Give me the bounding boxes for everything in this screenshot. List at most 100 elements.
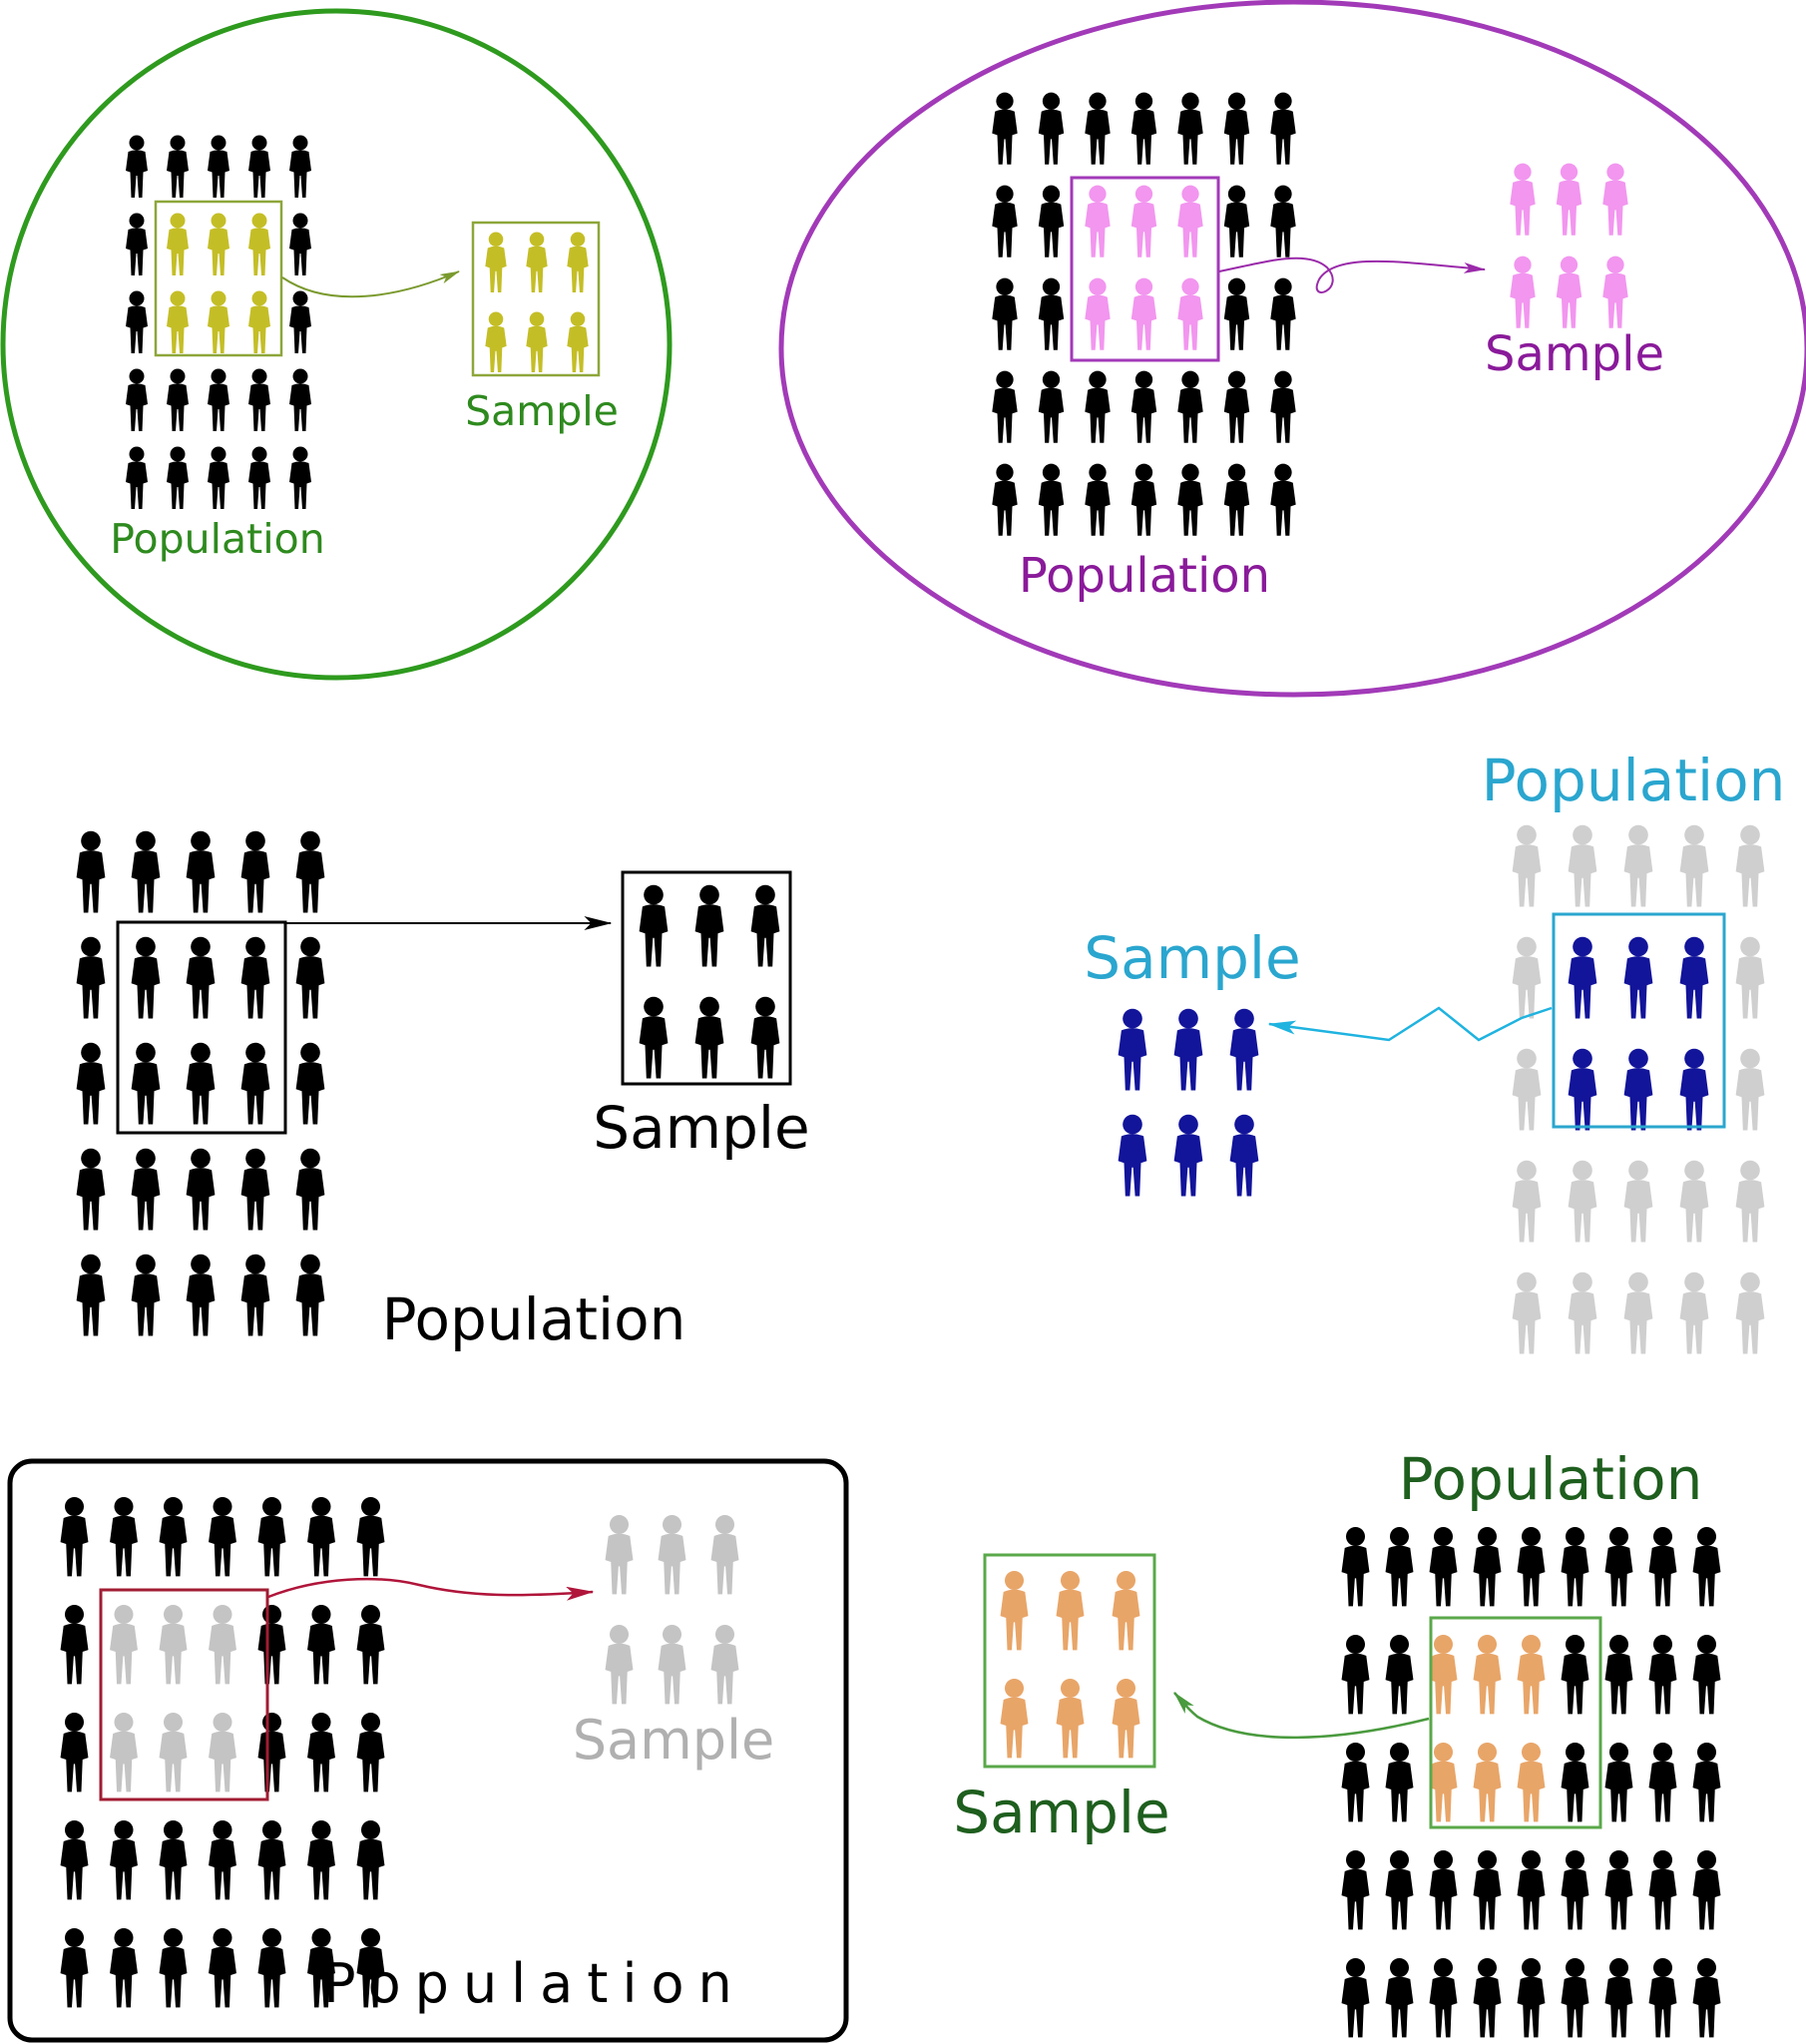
person-icon <box>710 1515 739 1595</box>
person-icon <box>526 311 548 373</box>
person-icon <box>307 1497 335 1577</box>
person-icon <box>710 1625 739 1705</box>
person-icon <box>110 1928 138 2008</box>
population-group <box>60 1497 385 2008</box>
person-icon <box>186 936 216 1019</box>
person-icon <box>992 277 1018 350</box>
person-icon <box>1038 277 1065 350</box>
person-icon <box>307 1713 335 1792</box>
sampled-person-icon <box>1679 936 1709 1019</box>
person-icon <box>1604 1527 1633 1607</box>
person-icon <box>167 446 189 509</box>
person-icon <box>694 884 724 967</box>
population-label: Population <box>323 1952 746 2015</box>
sampled-person-icon <box>1085 277 1111 350</box>
person-icon <box>126 446 148 509</box>
person-icon <box>750 996 780 1079</box>
person-icon <box>750 884 780 967</box>
person-icon <box>60 1497 89 1577</box>
person-icon <box>1177 370 1203 443</box>
sample-group <box>1118 1008 1259 1197</box>
sampled-person-icon <box>1177 277 1203 350</box>
selection-arrow <box>1173 1692 1430 1740</box>
person-icon <box>257 1820 286 1900</box>
person-icon <box>1177 463 1203 536</box>
person-icon <box>126 135 148 198</box>
person-icon <box>1429 1527 1458 1607</box>
person-icon <box>76 1148 106 1231</box>
person-icon <box>567 232 589 293</box>
person-icon <box>240 1148 270 1231</box>
person-icon <box>240 1254 270 1336</box>
person-icon <box>1270 277 1296 350</box>
person-icon <box>1692 1743 1721 1822</box>
person-icon <box>295 1148 325 1231</box>
person-icon <box>1648 1635 1677 1715</box>
person-icon <box>1056 1679 1085 1759</box>
person-icon <box>208 446 229 509</box>
sampled-person-icon <box>159 1713 188 1792</box>
person-icon <box>1735 1272 1765 1354</box>
panel-blue-gray: Population Sample <box>1084 747 1785 1354</box>
person-icon <box>131 1254 161 1336</box>
sampled-person-icon <box>1568 1048 1597 1131</box>
person-icon <box>240 936 270 1019</box>
population-group <box>1341 1527 1721 2038</box>
sample-label: Sample <box>593 1094 809 1162</box>
sample-box <box>983 1553 1156 1769</box>
selection-box <box>1070 176 1220 362</box>
sample-group <box>485 232 589 373</box>
sample-group <box>639 884 780 1079</box>
panel-orange-green: Population Sample <box>953 1445 1721 2038</box>
sampled-person-icon <box>208 213 229 275</box>
sampled-person-icon <box>1130 185 1157 257</box>
person-icon <box>639 996 669 1079</box>
person-icon <box>1623 1160 1653 1243</box>
person-icon <box>1341 1527 1370 1607</box>
person-icon <box>1568 1160 1597 1243</box>
person-icon <box>257 1928 286 2008</box>
population-group <box>76 830 325 1336</box>
person-icon <box>167 368 189 431</box>
person-icon <box>1568 824 1597 907</box>
person-icon <box>110 1497 138 1577</box>
person-icon <box>289 213 311 275</box>
population-group <box>1512 824 1765 1354</box>
person-icon <box>1385 1635 1414 1715</box>
person-icon <box>1561 1635 1589 1715</box>
person-icon <box>1429 1850 1458 1930</box>
person-icon <box>209 1928 236 2008</box>
panel-circle-green: Sample Population <box>0 8 673 681</box>
panel-frame-circle <box>0 8 673 681</box>
person-icon <box>1679 824 1709 907</box>
person-icon <box>1385 1527 1414 1607</box>
person-icon <box>126 213 148 275</box>
person-icon <box>131 1148 161 1231</box>
person-icon <box>658 1625 686 1705</box>
sampled-person-icon <box>248 290 270 353</box>
person-icon <box>186 1254 216 1336</box>
person-icon <box>1341 1958 1370 2038</box>
sampled-person-icon <box>110 1605 138 1685</box>
population-label: Population <box>1019 548 1270 604</box>
person-icon <box>257 1497 286 1577</box>
sampled-person-icon <box>1517 1743 1546 1822</box>
person-icon <box>992 370 1018 443</box>
person-icon <box>1085 370 1111 443</box>
person-icon <box>992 185 1018 257</box>
person-icon <box>60 1820 89 1900</box>
person-icon <box>1130 463 1157 536</box>
sampled-person-icon <box>1177 185 1203 257</box>
population-label: Population <box>382 1285 686 1353</box>
sampled-person-icon <box>167 290 189 353</box>
person-icon <box>1510 256 1536 328</box>
person-icon <box>1223 92 1250 165</box>
selection-arrow <box>1218 256 1487 293</box>
person-icon <box>1602 163 1628 236</box>
sampled-person-icon <box>167 213 189 275</box>
person-icon <box>1038 370 1065 443</box>
sample-box <box>471 221 601 377</box>
person-icon <box>1130 370 1157 443</box>
person-icon <box>1604 1850 1633 1930</box>
